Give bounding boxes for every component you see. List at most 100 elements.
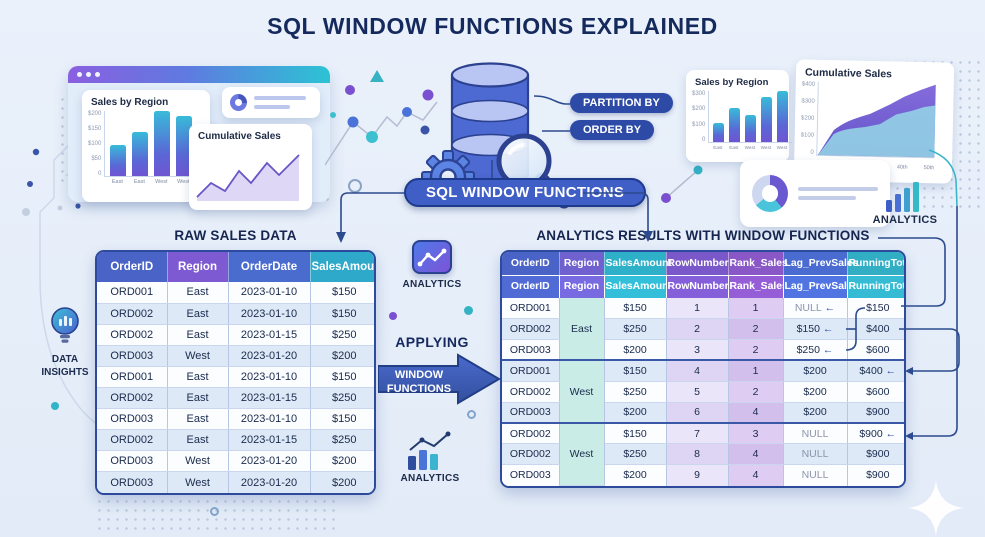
arrow-text: WINDOW FUNCTIONS: [378, 365, 460, 401]
table-cell: ORD002: [97, 303, 168, 325]
total-value: $900: [866, 406, 890, 419]
table-cell: ORD003: [97, 471, 168, 493]
table-cell: East: [167, 387, 229, 410]
sales-amount-cell: $250: [604, 318, 667, 341]
table-cell: ORD001: [97, 366, 168, 388]
axis-tick: $50: [91, 156, 102, 162]
total-value: $900: [866, 469, 890, 482]
axis-label: East: [133, 179, 145, 185]
lag-arrow-icon: ←: [824, 302, 836, 315]
chart-title: Cumulative Sales: [804, 66, 893, 81]
text-placeholder-lines: [798, 182, 878, 205]
partition-by-pill: PARTITION BY: [570, 93, 673, 113]
axis-label: 40th: [896, 164, 908, 171]
bar: [777, 91, 789, 142]
axis-tick: 0: [702, 136, 706, 143]
axis-tick: 0: [98, 171, 102, 177]
table-cell: 2023-01-10: [228, 282, 311, 304]
order-id-cell: ORD001: [502, 359, 560, 382]
running-total-cell: $900: [847, 443, 904, 466]
table-cell: ORD003: [97, 450, 168, 473]
data-insights-line1: DATA: [51, 354, 79, 365]
column-header: OrderID: [97, 252, 168, 282]
database-illustration: [421, 62, 571, 209]
total-value: $150: [866, 302, 890, 315]
row-number-cell: 7: [666, 421, 729, 445]
rank-cell: 4: [728, 443, 784, 466]
table-cell: West: [167, 450, 229, 473]
sql-window-functions-pill: SQL WINDOW FUNCTIONS: [404, 178, 647, 207]
running-total-cell: $900: [847, 464, 904, 486]
row-number-cell: 5: [666, 381, 729, 403]
table-cell: East: [167, 282, 229, 304]
sales-amount-cell: $150: [604, 298, 667, 320]
column-header: RunningTotal: [847, 252, 904, 276]
axis-label: 50th: [923, 165, 935, 172]
row-number-cell: 9: [666, 464, 729, 486]
dots-line-decoration: [661, 165, 703, 203]
window-dot-icon: [77, 72, 82, 77]
running-total-cell: $900←: [847, 421, 904, 445]
rank-cell: 1: [728, 359, 784, 382]
table-cell: 2023-01-20: [228, 345, 311, 367]
raw-table-header: OrderIDRegionOrderDateSalesAmount: [97, 252, 374, 282]
axis-label: East: [111, 179, 123, 185]
chart-title: Cumulative Sales: [198, 131, 281, 142]
table-cell: ORD002: [97, 387, 168, 410]
raw-sales-table: OrderIDRegionOrderDateSalesAmount ORD001…: [97, 252, 374, 493]
lag-prev-sales-cell: NULL: [783, 443, 848, 466]
decor-ring: [210, 507, 219, 516]
table-cell: $250: [310, 324, 374, 346]
total-value: $400: [859, 365, 883, 378]
results-table-heading: ANALYTICS RESULTS WITH WINDOW FUNCTIONS: [536, 228, 870, 243]
table-cell: $200: [310, 471, 374, 493]
row-number-cell: 3: [666, 339, 729, 361]
sales-amount-cell: $250: [604, 381, 667, 403]
line-chart: [196, 154, 300, 201]
running-total-cell: $900: [847, 402, 904, 424]
total-value: $600: [866, 385, 890, 398]
sales-amount-cell: $150: [604, 359, 667, 382]
applying-label: APPLYING: [395, 334, 469, 350]
axis-label: East: [713, 145, 723, 150]
analytics-label: ANALYTICS: [872, 214, 938, 226]
analytics-line-chart-icon: [412, 240, 452, 274]
donut-widget-card-left: [222, 87, 320, 118]
chart-title: Sales by Region: [695, 77, 769, 88]
sales-amount-cell: $200: [604, 464, 667, 486]
table-cell: $150: [310, 408, 374, 431]
row-number-cell: 4: [666, 359, 729, 382]
table-cell: 2023-01-10: [228, 303, 311, 325]
column-header: OrderID: [502, 252, 560, 276]
analytics-bars-icon: [886, 182, 919, 212]
column-header: Rank_Sales: [728, 252, 788, 276]
axis-tick: $400: [801, 81, 816, 88]
lag-prev-sales-cell: NULL: [783, 421, 848, 445]
table-cell: $200: [310, 345, 374, 367]
axis-label: West: [760, 145, 772, 150]
order-id-cell: ORD002: [502, 381, 560, 403]
rank-cell: 3: [728, 421, 784, 445]
bar: [110, 144, 127, 176]
axis-tick: $200: [800, 115, 815, 122]
table-cell: ORD001: [97, 282, 168, 304]
table-cell: 2023-01-10: [228, 366, 311, 388]
lag-value: NULL: [801, 448, 829, 461]
data-insights-block: DATA INSIGHTS: [28, 306, 102, 379]
axis-label: East: [729, 145, 739, 150]
lag-value: $200: [803, 406, 827, 419]
lag-arrow-icon: ←: [822, 323, 834, 336]
